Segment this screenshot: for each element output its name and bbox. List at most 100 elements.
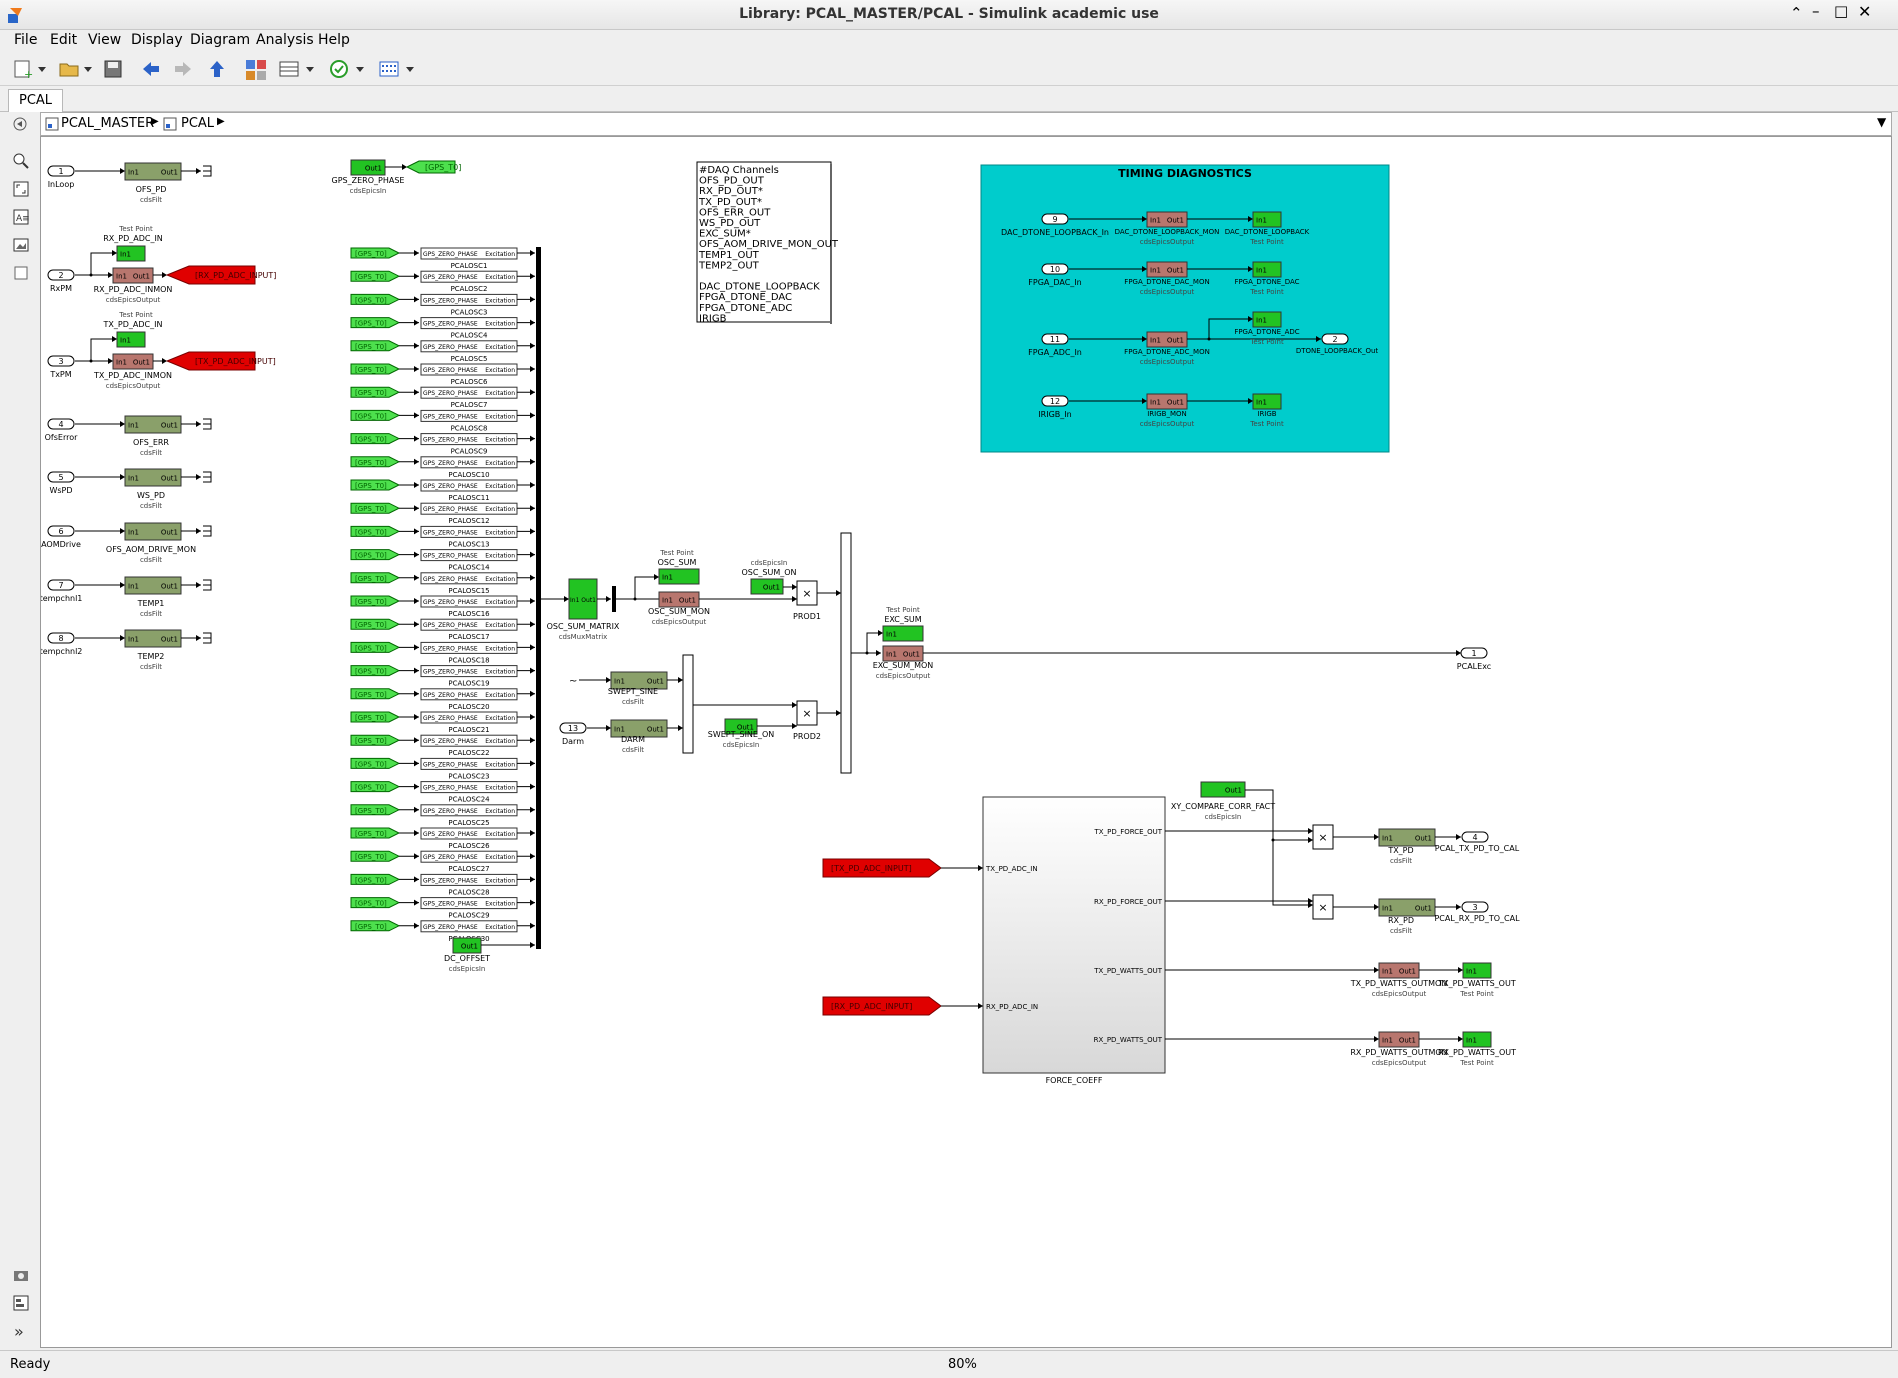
inport-AOMDrive-port[interactable]: [47, 525, 75, 537]
from-gps-t0[interactable]: [350, 317, 401, 329]
from-gps-t0[interactable]: [350, 734, 401, 746]
expand-palette-icon[interactable]: »: [14, 1322, 24, 1341]
chevron-down-icon[interactable]: [404, 58, 426, 80]
from-gps-t0[interactable]: [350, 456, 401, 468]
from-gps-t0[interactable]: [350, 409, 401, 421]
tab-pcal[interactable]: PCAL: [8, 89, 64, 112]
forward-arrow-icon[interactable]: [172, 58, 194, 80]
breadcrumb-item-pcal[interactable]: PCAL: [181, 116, 215, 131]
oscillator-block[interactable]: [420, 386, 518, 399]
inport-OfsError-port[interactable]: [47, 418, 75, 430]
annotation-icon[interactable]: A≡: [12, 208, 30, 226]
test-point-RX_PD_ADC_IN[interactable]: [116, 245, 146, 262]
menu-diagram[interactable]: Diagram: [190, 32, 251, 48]
from-gps-t0[interactable]: [350, 665, 401, 677]
back-arrow-icon[interactable]: [140, 58, 162, 80]
menu-display[interactable]: Display: [131, 32, 183, 48]
zoom-icon[interactable]: [12, 152, 30, 170]
from-gps-t0[interactable]: [350, 502, 401, 514]
menu-edit[interactable]: Edit: [50, 32, 78, 48]
inport-TxPM-port[interactable]: [47, 355, 75, 367]
area-icon[interactable]: [12, 264, 30, 282]
timing-tp-FPGA_DTONE_ADC[interactable]: [1252, 311, 1282, 328]
chevron-down-icon[interactable]: [36, 58, 58, 80]
timing-tp-IRIGB[interactable]: [1252, 393, 1282, 410]
from-gps-t0[interactable]: [350, 270, 401, 282]
model-explorer-icon[interactable]: [278, 58, 300, 80]
from-gps-t0[interactable]: [350, 641, 401, 653]
inport-RxPM-port[interactable]: [47, 269, 75, 281]
inport-WsPD-port[interactable]: [47, 471, 75, 483]
mux2-block[interactable]: [682, 654, 694, 754]
from-gps-t0[interactable]: [350, 386, 401, 398]
from-[RX_PD_ADC_INPUT][interactable]: [822, 996, 942, 1016]
minimize-icon[interactable]: –: [1812, 2, 1820, 20]
from-gps-t0[interactable]: [350, 247, 401, 259]
inport-FPGA_ADC_In-port[interactable]: [1041, 333, 1069, 345]
from-gps-t0[interactable]: [350, 433, 401, 445]
inport-DAC_DTONE_LOOPBACK_In-port[interactable]: [1041, 213, 1069, 225]
from-gps-t0[interactable]: [350, 804, 401, 816]
image-icon[interactable]: [12, 236, 30, 254]
from-gps-t0[interactable]: [350, 549, 401, 561]
chevron-down-icon[interactable]: ▼: [1877, 115, 1887, 129]
demux-block[interactable]: [612, 586, 616, 612]
outport-dtone-port[interactable]: [1321, 333, 1349, 345]
breadcrumb-item-pcal-master[interactable]: PCAL_MASTER: [61, 116, 155, 131]
from-gps-t0[interactable]: [350, 293, 401, 305]
exc-sum-test-point[interactable]: [882, 625, 924, 642]
close-icon[interactable]: ✕: [1858, 2, 1872, 21]
from-gps-t0[interactable]: [350, 572, 401, 584]
test-point-TX_PD_ADC_IN[interactable]: [116, 331, 146, 348]
collapse-icon[interactable]: ⌃: [1790, 4, 1803, 22]
watts-tp-TX_PD_WATTS_OUT[interactable]: [1462, 962, 1492, 979]
menu-view[interactable]: View: [88, 32, 122, 48]
from-gps-t0[interactable]: [350, 363, 401, 375]
from-gps-t0[interactable]: [350, 781, 401, 793]
library-browser-icon[interactable]: [244, 58, 266, 80]
goto-gps-t0[interactable]: [405, 160, 456, 174]
signal-generator-icon[interactable]: ~: [569, 676, 577, 687]
maximize-icon[interactable]: □: [1834, 2, 1849, 20]
simulation-data-icon[interactable]: [378, 58, 400, 80]
from-gps-t0[interactable]: [350, 920, 401, 932]
update-diagram-icon[interactable]: [328, 58, 350, 80]
goto-[RX_PD_ADC_INPUT][interactable]: [165, 265, 256, 285]
hide-show-browser-icon[interactable]: [12, 116, 28, 132]
from-gps-t0[interactable]: [350, 340, 401, 352]
chevron-down-icon[interactable]: [354, 58, 376, 80]
save-icon[interactable]: [102, 58, 124, 80]
from-gps-t0[interactable]: [350, 711, 401, 723]
from-[TX_PD_ADC_INPUT][interactable]: [822, 858, 942, 878]
from-gps-t0[interactable]: [350, 595, 401, 607]
from-gps-t0[interactable]: [350, 850, 401, 862]
timing-tp-DAC_DTONE_LOOPBACK[interactable]: [1252, 211, 1282, 228]
inport-darm-port[interactable]: [559, 722, 587, 734]
inport-tempchnl1-port[interactable]: [47, 579, 75, 591]
from-gps-t0[interactable]: [350, 827, 401, 839]
osc-sum-test-point[interactable]: [658, 568, 700, 585]
mux-bus[interactable]: [536, 247, 541, 949]
screenshot-icon[interactable]: [12, 1266, 30, 1284]
inport-InLoop-port[interactable]: [47, 165, 75, 177]
timing-tp-FPGA_DTONE_DAC[interactable]: [1252, 261, 1282, 278]
force-coeff-subsystem[interactable]: [982, 796, 1166, 1074]
fit-to-view-icon[interactable]: [12, 180, 30, 198]
watts-tp-RX_PD_WATTS_OUT[interactable]: [1462, 1031, 1492, 1048]
new-model-icon[interactable]: +: [12, 58, 34, 80]
from-gps-t0[interactable]: [350, 757, 401, 769]
inport-IRIGB_In-port[interactable]: [1041, 395, 1069, 407]
oscillator-block[interactable]: [420, 525, 518, 538]
from-gps-t0[interactable]: [350, 479, 401, 491]
from-gps-t0[interactable]: [350, 525, 401, 537]
inport-tempchnl2-port[interactable]: [47, 632, 75, 644]
from-gps-t0[interactable]: [350, 688, 401, 700]
chevron-down-icon[interactable]: [82, 58, 104, 80]
menu-help[interactable]: Help: [318, 32, 350, 48]
sum-block[interactable]: [840, 532, 852, 774]
open-folder-icon[interactable]: [58, 58, 80, 80]
oscillator-block[interactable]: [420, 270, 518, 283]
menu-analysis[interactable]: Analysis: [256, 32, 314, 48]
